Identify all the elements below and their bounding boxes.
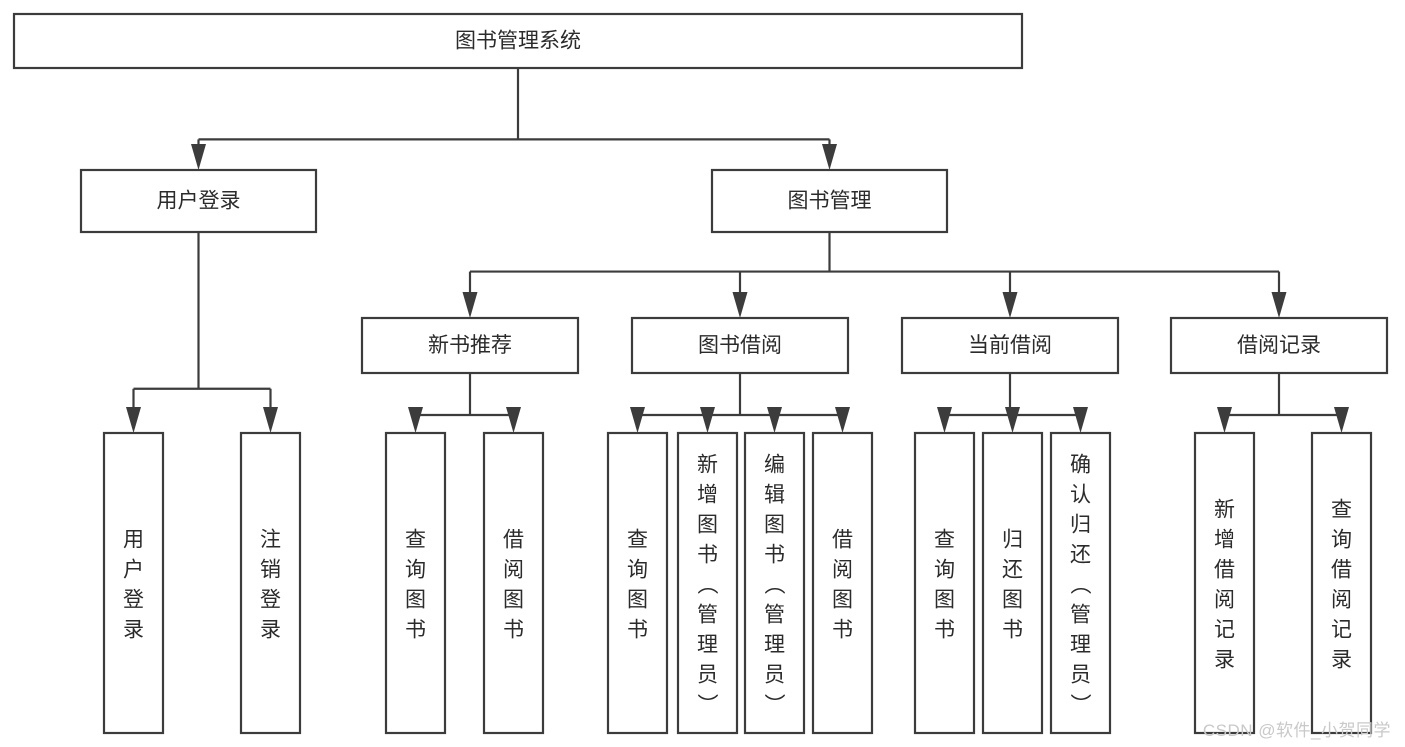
arrow-head-icon [126, 407, 141, 433]
arrow-head-icon [1002, 292, 1018, 318]
arrow-head-icon [191, 144, 206, 170]
node-label: 借阅图书 [503, 528, 524, 641]
arrow-head-icon [1271, 292, 1287, 318]
node-box [482, 431, 545, 735]
arrow-head-icon [937, 407, 952, 433]
node-book-manage[interactable]: 图书管理 [710, 168, 949, 234]
node-leaf-confirm-return[interactable]: 确认归还（管理员） [1049, 431, 1112, 735]
node-box [710, 168, 949, 234]
arrow-head-icon [1217, 407, 1232, 433]
node-leaf-add-book[interactable]: 新增图书（管理员） [676, 431, 739, 735]
arrow-head-icon [462, 292, 478, 318]
node-label: 注销登录 [260, 528, 281, 641]
node-label: 确认归还（管理员） [1070, 453, 1092, 716]
node-box [900, 316, 1120, 375]
arrow-head-icon [822, 144, 837, 170]
node-label: 归还图书 [1002, 528, 1023, 641]
node-leaf-query-book-current[interactable]: 查询图书 [913, 431, 976, 735]
node-label: 编辑图书（管理员） [764, 453, 786, 716]
node-box [12, 12, 1024, 70]
node-new-book-rec[interactable]: 新书推荐 [360, 316, 580, 375]
node-leaf-user-login[interactable]: 用户登录 [102, 431, 165, 735]
node-leaf-borrow-book-rec[interactable]: 借阅图书 [482, 431, 545, 735]
node-box [630, 316, 850, 375]
node-label: 图书管理系统 [455, 30, 581, 53]
node-root-system[interactable]: 图书管理系统 [12, 12, 1024, 70]
arrow-head-icon [732, 292, 748, 318]
node-leaf-edit-book[interactable]: 编辑图书（管理员） [743, 431, 806, 735]
arrow-head-icon [263, 407, 278, 433]
node-label: 借阅图书 [832, 528, 853, 641]
arrow-head-icon [1073, 407, 1088, 433]
node-box [79, 168, 318, 234]
node-box [1049, 431, 1112, 735]
node-book-borrow[interactable]: 图书借阅 [630, 316, 850, 375]
arrow-head-icon [506, 407, 521, 433]
node-box [743, 431, 806, 735]
node-leaf-borrow-book[interactable]: 借阅图书 [811, 431, 874, 735]
node-box [360, 316, 580, 375]
node-label: 查询图书 [405, 528, 426, 641]
node-box [981, 431, 1044, 735]
node-box [811, 431, 874, 735]
arrow-head-icon [630, 407, 645, 433]
arrow-head-icon [700, 407, 715, 433]
arrow-head-icon [767, 407, 782, 433]
node-label: 新增图书（管理员） [697, 453, 719, 716]
node-label: 用户登录 [123, 528, 144, 641]
node-box [676, 431, 739, 735]
node-borrow-record[interactable]: 借阅记录 [1169, 316, 1389, 375]
node-box [1169, 316, 1389, 375]
node-box [606, 431, 669, 735]
connector-layer [126, 68, 1349, 433]
node-leaf-user-logout[interactable]: 注销登录 [239, 431, 302, 735]
node-user-login[interactable]: 用户登录 [79, 168, 318, 234]
node-leaf-add-record[interactable]: 新增借阅记录 [1193, 431, 1256, 735]
node-label: 图书管理 [788, 190, 872, 213]
node-label: 新书推荐 [428, 334, 512, 357]
arrow-head-icon [1005, 407, 1020, 433]
node-leaf-return-book[interactable]: 归还图书 [981, 431, 1044, 735]
csdn-watermark: CSDN @软件_小贺同学 [1202, 721, 1391, 740]
node-label: 借阅记录 [1237, 334, 1321, 357]
node-layer: 图书管理系统用户登录图书管理新书推荐图书借阅当前借阅借阅记录用户登录注销登录查询… [12, 12, 1389, 735]
node-label: 查询图书 [934, 528, 955, 641]
node-leaf-query-book-rec[interactable]: 查询图书 [384, 431, 447, 735]
node-box [102, 431, 165, 735]
node-label: 查询借阅记录 [1331, 498, 1352, 671]
node-label: 用户登录 [157, 190, 241, 213]
node-box [1193, 431, 1256, 735]
node-box [1310, 431, 1373, 735]
node-label: 查询图书 [627, 528, 648, 641]
arrow-head-icon [835, 407, 850, 433]
node-box [913, 431, 976, 735]
node-label: 图书借阅 [698, 334, 782, 357]
node-box [384, 431, 447, 735]
node-label: 新增借阅记录 [1214, 498, 1235, 671]
node-leaf-query-book-borrow[interactable]: 查询图书 [606, 431, 669, 735]
node-label: 当前借阅 [968, 334, 1052, 357]
arrow-head-icon [408, 407, 423, 433]
node-leaf-query-record[interactable]: 查询借阅记录 [1310, 431, 1373, 735]
node-box [239, 431, 302, 735]
node-current-borrow[interactable]: 当前借阅 [900, 316, 1120, 375]
arrow-head-icon [1334, 407, 1349, 433]
